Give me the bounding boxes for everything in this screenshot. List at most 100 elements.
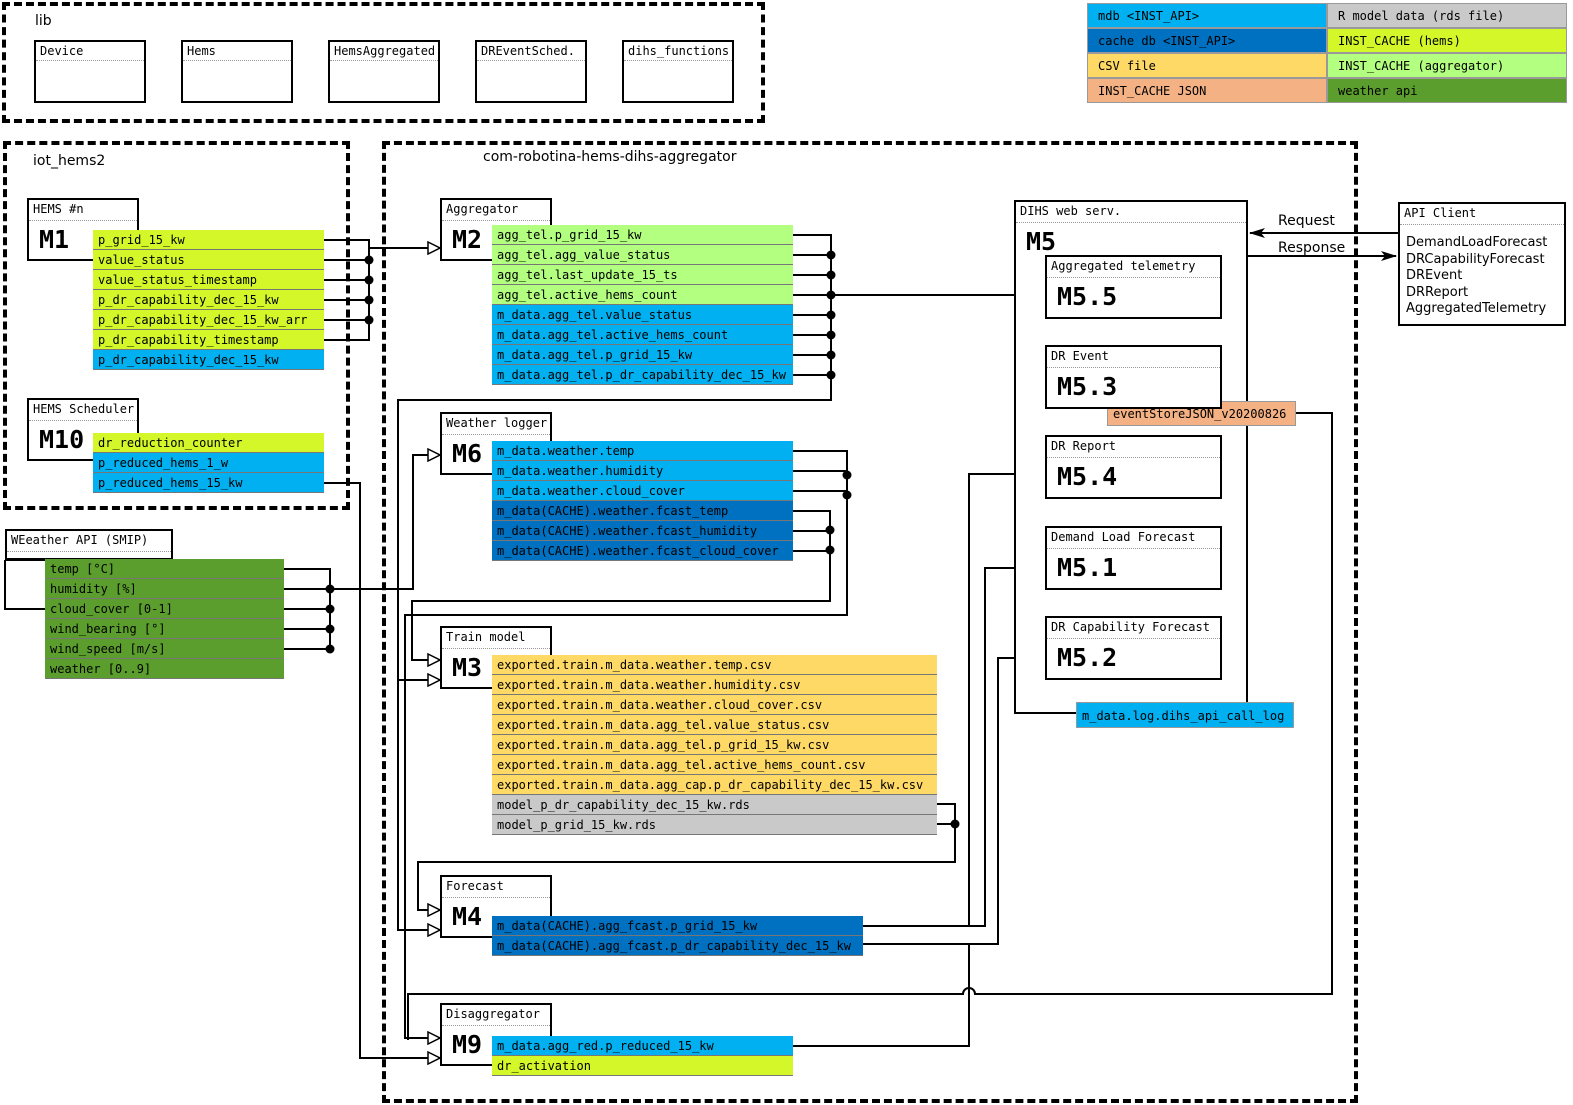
module-id: M5.1 bbox=[1057, 553, 1118, 582]
response-label: Response bbox=[1278, 240, 1346, 256]
module-id: M9 bbox=[452, 1030, 483, 1059]
legend-entry: cache db <INST_API> bbox=[1087, 28, 1327, 53]
iot-hems2-group bbox=[3, 141, 350, 510]
legend-entry: INST_CACHE (aggregator) bbox=[1327, 53, 1567, 78]
data-field: exported.train.m_data.agg_tel.value_stat… bbox=[492, 715, 937, 735]
data-field: m_data.weather.humidity bbox=[492, 461, 793, 481]
data-field: m_data.agg_red.p_reduced_15_kw bbox=[492, 1036, 793, 1056]
data-field: m_data(CACHE).weather.fcast_humidity bbox=[492, 521, 793, 541]
module-id: M10 bbox=[39, 425, 85, 454]
module-id: M5.3 bbox=[1057, 372, 1118, 401]
module-title: Weather logger bbox=[442, 414, 550, 435]
data-field: model_p_grid_15_kw.rds bbox=[492, 815, 937, 835]
module-id: M3 bbox=[452, 653, 483, 682]
data-field: m_data(CACHE).weather.fcast_temp bbox=[492, 501, 793, 521]
data-field: exported.train.m_data.weather.cloud_cove… bbox=[492, 695, 937, 715]
module-id: M5.2 bbox=[1057, 643, 1118, 672]
lib-item-label: Device bbox=[36, 42, 144, 61]
data-field: exported.train.m_data.weather.temp.csv bbox=[492, 655, 937, 675]
data-field: p_reduced_hems_15_kw bbox=[93, 473, 324, 493]
data-field: humidity [%] bbox=[45, 579, 284, 599]
request-label: Request bbox=[1278, 213, 1335, 229]
module-title: Aggregator bbox=[442, 200, 550, 221]
module-id: M5.5 bbox=[1057, 282, 1118, 311]
data-field: exported.train.m_data.agg_tel.active_hem… bbox=[492, 755, 937, 775]
data-field: m_data.agg_tel.active_hems_count bbox=[492, 325, 793, 345]
lib-item-hemsaggregated: HemsAggregated bbox=[328, 40, 440, 103]
data-field: m_data(CACHE).weather.fcast_cloud_cover bbox=[492, 541, 793, 561]
legend-entry: CSV file bbox=[1087, 53, 1327, 78]
data-field: m_data.weather.cloud_cover bbox=[492, 481, 793, 501]
data-field: m_data(CACHE).agg_fcast.p_grid_15_kw bbox=[492, 916, 863, 936]
module-title: DIHS web serv. bbox=[1016, 202, 1246, 223]
data-field: value_status_timestamp bbox=[93, 270, 324, 290]
lib-item-hems: Hems bbox=[181, 40, 293, 103]
data-field: m_data.agg_tel.p_grid_15_kw bbox=[492, 345, 793, 365]
legend-entry: INST_CACHE (hems) bbox=[1327, 28, 1567, 53]
lib-item-label: HemsAggregated bbox=[330, 42, 438, 61]
module-title: WEeather API (SMIP) bbox=[7, 531, 171, 552]
data-field: model_p_dr_capability_dec_15_kw.rds bbox=[492, 795, 937, 815]
data-field: agg_tel.agg_value_status bbox=[492, 245, 793, 265]
data-field: p_dr_capability_dec_15_kw bbox=[93, 350, 324, 370]
aggregator-group-label: com-robotina-hems-dihs-aggregator bbox=[483, 149, 737, 165]
legend-entry: weather api bbox=[1327, 78, 1567, 103]
module-title: Demand Load Forecast bbox=[1047, 528, 1220, 549]
lib-item-dihs-functions: dihs_functions bbox=[622, 40, 734, 103]
iot-hems2-label: iot_hems2 bbox=[33, 153, 106, 169]
api-endpoint: DRCapabilityForecast bbox=[1406, 251, 1545, 267]
api-call-log: m_data.log.dihs_api_call_log bbox=[1076, 702, 1294, 728]
data-field: wind_bearing [°] bbox=[45, 619, 284, 639]
api-endpoint: DREvent bbox=[1406, 268, 1463, 283]
data-field: value_status bbox=[93, 250, 324, 270]
module-title: HEMS Scheduler bbox=[29, 400, 137, 421]
module-id: M1 bbox=[39, 225, 70, 254]
data-field: p_dr_capability_dec_15_kw bbox=[93, 290, 324, 310]
module-id: M5 bbox=[1026, 227, 1057, 256]
module-id: M6 bbox=[452, 439, 483, 468]
legend-entry: mdb <INST_API> bbox=[1087, 3, 1327, 28]
data-field: p_grid_15_kw bbox=[93, 230, 324, 250]
api-client-title: API Client bbox=[1400, 204, 1564, 225]
module-title: Disaggregator bbox=[442, 1005, 550, 1026]
module-wapi-fields: temp [°C]humidity [%]cloud_cover [0-1]wi… bbox=[45, 559, 284, 679]
lib-item-label: Hems bbox=[183, 42, 291, 61]
lib-item-label: dihs_functions bbox=[624, 42, 732, 61]
module-wapi: WEeather API (SMIP) bbox=[5, 529, 173, 560]
data-field: exported.train.m_data.agg_tel.p_grid_15_… bbox=[492, 735, 937, 755]
data-field: wind_speed [m/s] bbox=[45, 639, 284, 659]
data-field: m_data.weather.temp bbox=[492, 441, 793, 461]
data-field: dr_activation bbox=[492, 1056, 793, 1076]
module-title: DR Event bbox=[1047, 347, 1220, 368]
legend-entry: R model data (rds file) bbox=[1327, 3, 1567, 28]
data-field: exported.train.m_data.agg_cap.p_dr_capab… bbox=[492, 775, 937, 795]
module-title: DR Capability Forecast bbox=[1047, 618, 1220, 639]
data-field: p_reduced_hems_1_w bbox=[93, 453, 324, 473]
data-field: m_data.agg_tel.value_status bbox=[492, 305, 793, 325]
data-field: p_dr_capability_dec_15_kw_arr bbox=[93, 310, 324, 330]
lib-item-label: DREventSched. bbox=[477, 42, 585, 61]
api-endpoint: DemandLoadForecast bbox=[1406, 235, 1548, 250]
data-field: weather [0..9] bbox=[45, 659, 284, 679]
data-field: agg_tel.active_hems_count bbox=[492, 285, 793, 305]
module-id: M2 bbox=[452, 225, 483, 254]
module-id: M5.4 bbox=[1057, 462, 1118, 491]
data-field: dr_reduction_counter bbox=[93, 433, 324, 453]
lib-group bbox=[2, 2, 765, 123]
lib-label: lib bbox=[35, 13, 52, 29]
color-legend: mdb <INST_API>R model data (rds file)cac… bbox=[1087, 3, 1567, 103]
